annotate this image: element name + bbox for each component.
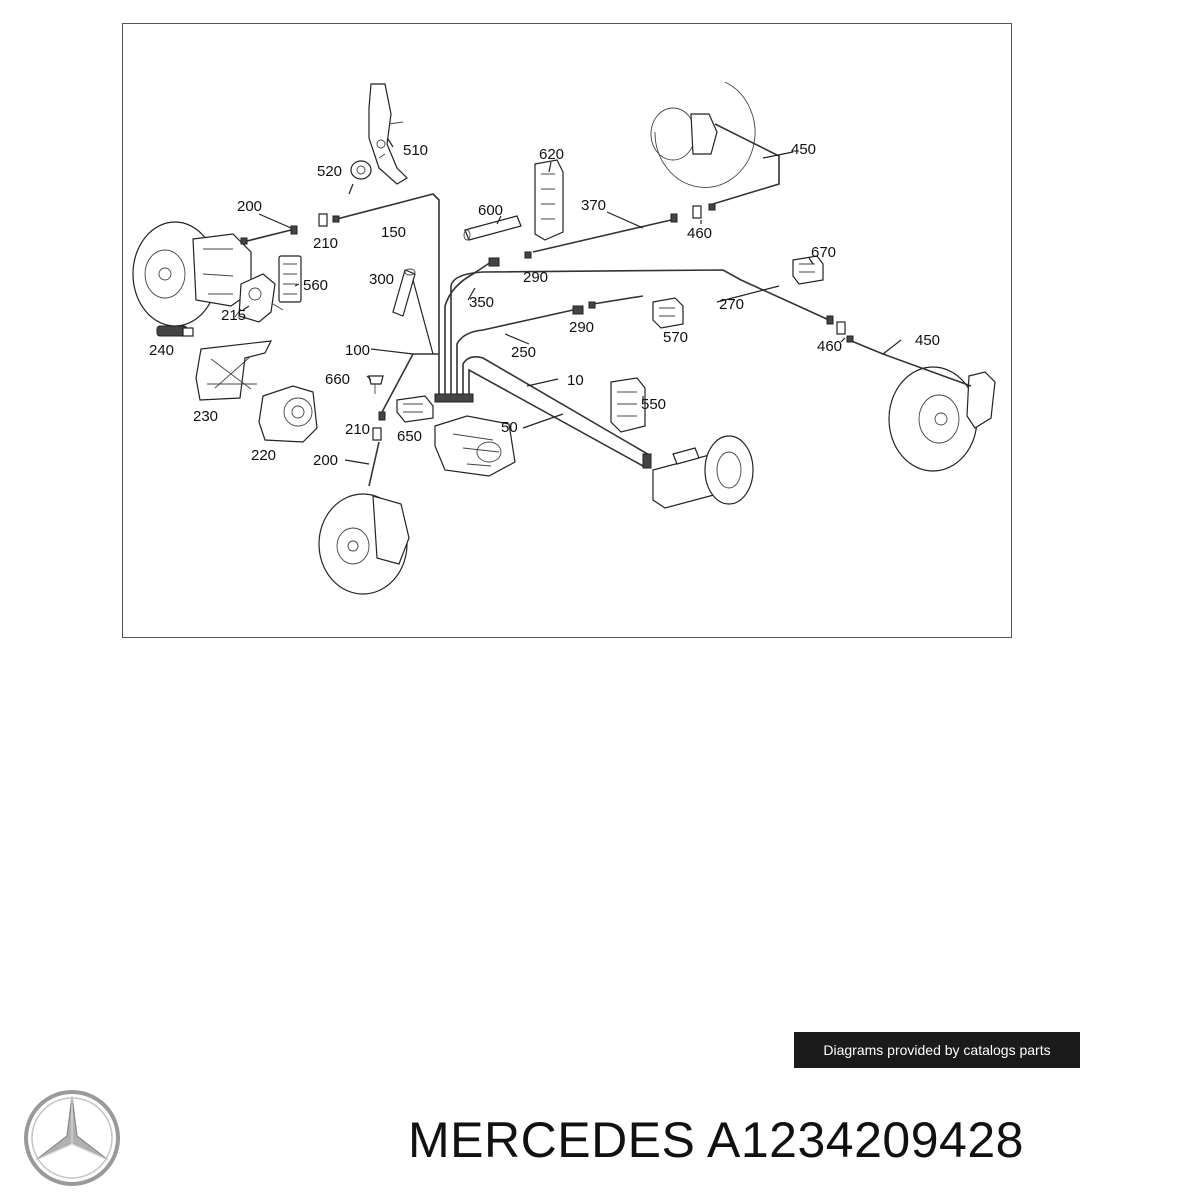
rear-right-brake-disc [888, 366, 996, 472]
callout-leaders [242, 138, 902, 465]
callout-100: 100 [345, 342, 370, 359]
callout-650: 650 [397, 428, 422, 445]
front-left-bottom-brake-disc [318, 493, 410, 595]
diagram-credit-banner: Diagrams provided by catalogs parts [794, 1032, 1080, 1068]
callout-350: 350 [469, 294, 494, 311]
pipe-fittings [240, 203, 854, 469]
part-620-connector [534, 159, 564, 241]
callout-labels: 200 210 150 520 510 620 600 370 460 450 … [149, 141, 940, 469]
callout-200: 200 [237, 198, 262, 215]
callout-200-bottom: 200 [313, 452, 338, 469]
callout-620: 620 [539, 146, 564, 163]
part-560-module [278, 255, 302, 303]
callout-670: 670 [811, 244, 836, 261]
right-front-brake-disc [650, 81, 756, 188]
callout-250: 250 [511, 344, 536, 361]
callout-210: 210 [313, 235, 338, 252]
callout-450-top: 450 [791, 141, 816, 158]
part-240-sensor [156, 325, 194, 337]
part-660-clip [368, 375, 384, 394]
callout-210-bottom: 210 [345, 421, 370, 438]
callout-50: 50 [501, 419, 518, 436]
part-520-grommet [350, 160, 372, 180]
part-510-bracket [368, 83, 408, 185]
mercedes-star-logo-icon [24, 1090, 120, 1186]
part-650-connector [396, 395, 434, 423]
callout-450-right: 450 [915, 332, 940, 349]
callout-560: 560 [303, 277, 328, 294]
callout-370: 370 [581, 197, 606, 214]
part-215-bracket [234, 273, 284, 323]
parts-diagram: 200 210 150 520 510 620 600 370 460 450 … [122, 23, 1012, 638]
master-cylinder-booster [652, 435, 754, 509]
callout-240: 240 [149, 342, 174, 359]
front-left-brake-disc [132, 221, 252, 327]
callout-290-middle: 290 [569, 319, 594, 336]
callout-550: 550 [641, 396, 666, 413]
callout-660: 660 [325, 371, 350, 388]
abs-hydraulic-unit [434, 415, 516, 477]
footer-title: MERCEDES A1234209428 [408, 1110, 1024, 1170]
brand-name: MERCEDES [408, 1112, 696, 1168]
callout-150: 150 [381, 224, 406, 241]
callout-460-top: 460 [687, 225, 712, 242]
diagram-credit-text: Diagrams provided by catalogs parts [823, 1042, 1051, 1058]
callout-600: 600 [478, 202, 503, 219]
callout-460-right: 460 [817, 338, 842, 355]
part-220-carrier [258, 385, 318, 443]
callout-300: 300 [369, 271, 394, 288]
callout-570: 570 [663, 329, 688, 346]
part-230-support [195, 340, 273, 401]
part-570-module [652, 297, 684, 329]
callout-220: 220 [251, 447, 276, 464]
callout-510: 510 [403, 142, 428, 159]
part-600-sleeve [463, 215, 522, 241]
callout-215: 215 [221, 307, 246, 324]
callout-10: 10 [567, 372, 584, 389]
callout-290-top: 290 [523, 269, 548, 286]
part-670-module [792, 255, 824, 285]
callout-270: 270 [719, 296, 744, 313]
callout-230: 230 [193, 408, 218, 425]
part-300-sleeve [392, 268, 416, 317]
callout-520: 520 [317, 163, 342, 180]
part-number: A1234209428 [707, 1112, 1024, 1168]
brake-lines-drawing: 200 210 150 520 510 620 600 370 460 450 … [132, 81, 996, 595]
part-550-module [610, 377, 646, 433]
